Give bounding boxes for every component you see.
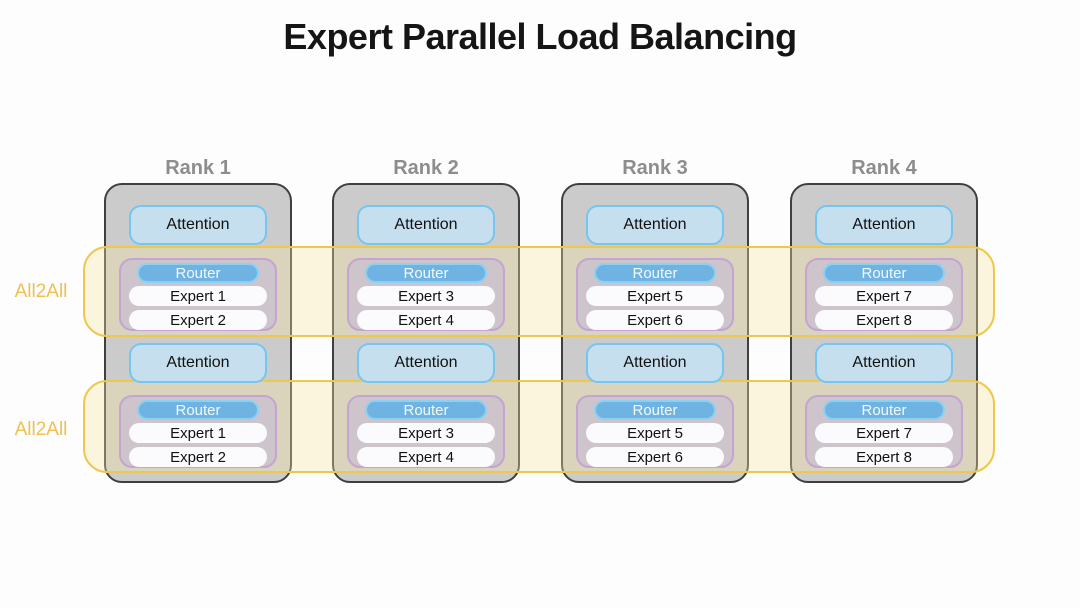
expert-pill: Expert 7 xyxy=(815,286,953,306)
all2all-label-2: All2All xyxy=(14,419,68,440)
router-pill: Router xyxy=(823,263,945,283)
router-pill: Router xyxy=(365,400,487,420)
attention-block: Attention xyxy=(129,205,267,245)
rank-2-label: Rank 2 xyxy=(393,157,459,179)
expert-pill: Expert 4 xyxy=(357,310,495,330)
expert-pill: Expert 4 xyxy=(357,447,495,467)
rank-2-container: Attention Router Expert 3 Expert 4 Atten… xyxy=(332,183,520,483)
router-pill: Router xyxy=(823,400,945,420)
expert-pill: Expert 6 xyxy=(586,310,724,330)
expert-group: Router Expert 1 Expert 2 xyxy=(119,258,277,331)
attention-block: Attention xyxy=(586,343,724,383)
expert-pill: Expert 7 xyxy=(815,423,953,443)
expert-pill: Expert 3 xyxy=(357,286,495,306)
expert-pill: Expert 8 xyxy=(815,447,953,467)
rank-3-container: Attention Router Expert 5 Expert 6 Atten… xyxy=(561,183,749,483)
expert-group: Router Expert 5 Expert 6 xyxy=(576,395,734,468)
attention-block: Attention xyxy=(815,205,953,245)
attention-block: Attention xyxy=(357,343,495,383)
router-pill: Router xyxy=(137,400,259,420)
expert-group: Router Expert 7 Expert 8 xyxy=(805,395,963,468)
expert-group: Router Expert 7 Expert 8 xyxy=(805,258,963,331)
expert-pill: Expert 3 xyxy=(357,423,495,443)
rank-1-container: Attention Router Expert 1 Expert 2 Atten… xyxy=(104,183,292,483)
attention-block: Attention xyxy=(586,205,724,245)
router-pill: Router xyxy=(594,263,716,283)
expert-pill: Expert 6 xyxy=(586,447,724,467)
rank-4-container: Attention Router Expert 7 Expert 8 Atten… xyxy=(790,183,978,483)
expert-group: Router Expert 1 Expert 2 xyxy=(119,395,277,468)
expert-pill: Expert 2 xyxy=(129,447,267,467)
attention-block: Attention xyxy=(815,343,953,383)
expert-pill: Expert 8 xyxy=(815,310,953,330)
expert-pill: Expert 2 xyxy=(129,310,267,330)
rank-1-label: Rank 1 xyxy=(165,157,231,179)
rank-3-label: Rank 3 xyxy=(622,157,688,179)
attention-block: Attention xyxy=(357,205,495,245)
router-pill: Router xyxy=(594,400,716,420)
expert-group: Router Expert 3 Expert 4 xyxy=(347,395,505,468)
expert-group: Router Expert 5 Expert 6 xyxy=(576,258,734,331)
all2all-label-1: All2All xyxy=(14,281,68,302)
router-pill: Router xyxy=(365,263,487,283)
attention-block: Attention xyxy=(129,343,267,383)
expert-pill: Expert 1 xyxy=(129,423,267,443)
expert-pill: Expert 5 xyxy=(586,286,724,306)
expert-pill: Expert 1 xyxy=(129,286,267,306)
expert-group: Router Expert 3 Expert 4 xyxy=(347,258,505,331)
diagram-title: Expert Parallel Load Balancing xyxy=(283,16,797,57)
expert-pill: Expert 5 xyxy=(586,423,724,443)
rank-4-label: Rank 4 xyxy=(851,157,917,179)
router-pill: Router xyxy=(137,263,259,283)
